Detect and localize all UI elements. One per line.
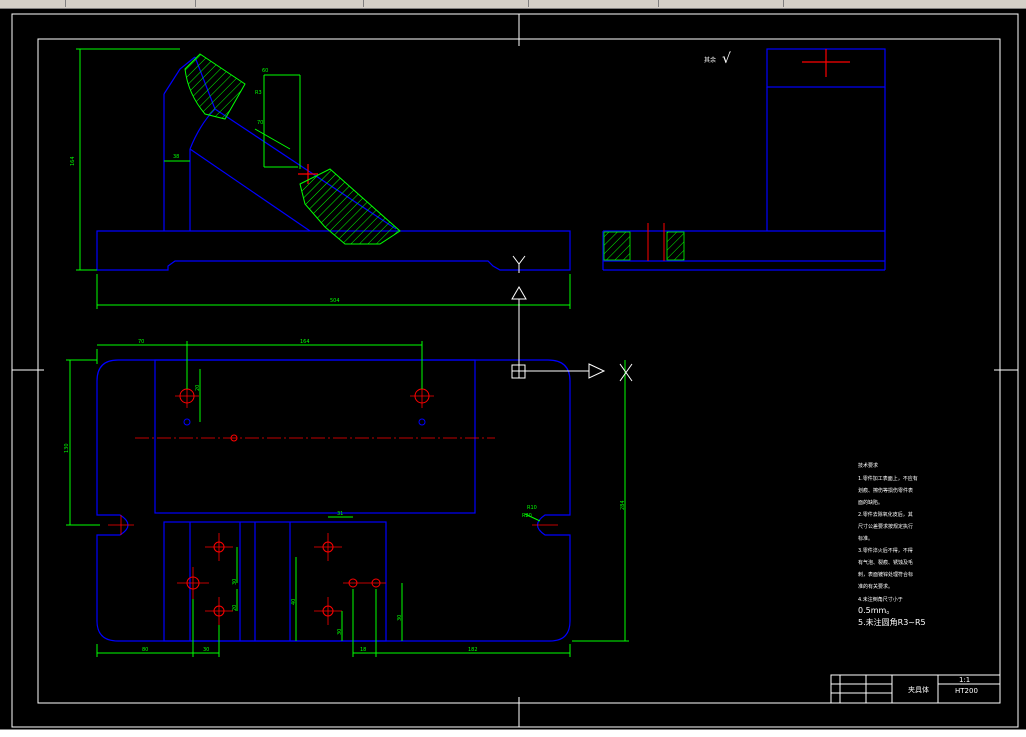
notes-line: 尺寸公差要求按规定执行 bbox=[858, 523, 913, 530]
notes-line: 标准。 bbox=[858, 535, 873, 542]
cad-canvas[interactable]: 164 504 38 60 70 R3 其余 √ bbox=[0, 9, 1026, 729]
notes-title: 技术要求 bbox=[858, 462, 878, 469]
dim-top-hole: 60 bbox=[262, 68, 268, 74]
toolbar-strip bbox=[0, 0, 1026, 9]
notes-line: 5.未注圆角R3~R5 bbox=[858, 617, 926, 627]
dim-plan-bottom-right: 182 bbox=[468, 647, 478, 653]
section-hatch-lower bbox=[299, 168, 401, 245]
dim-plan-bottom-left: 80 bbox=[142, 647, 148, 653]
dim-plan-v4: 30 bbox=[337, 629, 343, 635]
notes-line: 面的缺陷。 bbox=[858, 499, 883, 506]
front-view bbox=[96, 56, 571, 271]
side-view-hole bbox=[647, 223, 665, 261]
roughness-note: 其余 √ bbox=[704, 51, 731, 67]
centering-marks bbox=[12, 14, 1018, 727]
toolbar-segment[interactable] bbox=[196, 0, 364, 7]
front-view-dimensions bbox=[76, 48, 571, 309]
notes-line: 划痕、擦伤等损伤零件表 bbox=[858, 487, 913, 494]
side-section-hatch-left bbox=[603, 231, 631, 261]
dim-plan-bottom-mid: 30 bbox=[203, 647, 209, 653]
dim-plan-height: 130 bbox=[64, 443, 70, 453]
notes-line: 2.零件去除氧化皮后，其 bbox=[858, 511, 913, 518]
front-view-dimension-labels: 164 504 38 60 70 R3 bbox=[70, 68, 340, 304]
ucs-icon bbox=[511, 255, 633, 382]
roughness-label: 其余 bbox=[704, 56, 716, 64]
dim-top-hole3: R3 bbox=[255, 90, 262, 96]
plan-dimensions bbox=[66, 341, 629, 657]
dim-plan-r-label2: R20 bbox=[522, 513, 532, 519]
title-block bbox=[830, 674, 1001, 704]
dim-plan-v1: 30 bbox=[232, 579, 238, 585]
dim-plan-span: 164 bbox=[300, 339, 310, 345]
plan-dimension-labels: 70 164 130 284 80 30 18 182 30 20 40 30 … bbox=[64, 339, 626, 653]
toolbar-segment[interactable] bbox=[0, 0, 66, 7]
roughness-symbol: √ bbox=[722, 51, 731, 67]
toolbar-segment[interactable] bbox=[66, 0, 196, 7]
dim-plan-top-small: 31 bbox=[337, 511, 343, 517]
dim-plan-r-label: R10 bbox=[527, 505, 537, 511]
status-bar bbox=[0, 729, 1026, 737]
notes-line: 刺，表面镀锌处理符合标 bbox=[858, 571, 913, 578]
side-view bbox=[602, 48, 886, 271]
notes-line: 1.零件加工表面上，不应有 bbox=[858, 475, 918, 482]
dim-top-small-offset: 38 bbox=[173, 154, 179, 160]
dim-top-height: 164 bbox=[70, 156, 76, 166]
title-block-name: 夹具体 bbox=[908, 685, 929, 694]
plan-view bbox=[96, 359, 571, 642]
plan-centerlines bbox=[108, 384, 558, 625]
dim-plan-v3: 40 bbox=[291, 599, 297, 605]
toolbar-segment[interactable] bbox=[529, 0, 659, 7]
dim-top-hole2: 70 bbox=[257, 120, 263, 126]
side-section-hatch-right bbox=[666, 231, 685, 261]
notes-line: 有气泡、裂痕、锈蚀及毛 bbox=[858, 559, 913, 566]
section-hatch-upper bbox=[184, 53, 246, 120]
dim-plan-v2: 20 bbox=[232, 605, 238, 611]
toolbar-segment[interactable] bbox=[659, 0, 784, 7]
dim-plan-left: 70 bbox=[138, 339, 144, 345]
dim-plan-bottom-small: 18 bbox=[360, 647, 366, 653]
notes-line: 3.零件淬火后不得，不得 bbox=[858, 547, 913, 554]
dim-plan-v5: 30 bbox=[397, 615, 403, 621]
dim-plan-v6: 20 bbox=[195, 385, 201, 391]
notes-line: 0.5mm。 bbox=[858, 606, 894, 615]
plan-holes bbox=[179, 388, 430, 617]
dim-top-base-width: 504 bbox=[330, 298, 340, 304]
title-block-scale: 1:1 bbox=[959, 676, 970, 684]
dim-plan-total-height: 284 bbox=[620, 500, 626, 510]
toolbar-segment[interactable] bbox=[364, 0, 529, 7]
notes-line: 4.未注倒角尺寸小于 bbox=[858, 596, 903, 603]
technical-notes: 技术要求 1.零件加工表面上，不应有 划痕、擦伤等损伤零件表 面的缺陷。 2.零… bbox=[858, 462, 926, 627]
notes-line: 准的有关要求。 bbox=[858, 583, 893, 590]
title-block-material: HT200 bbox=[955, 687, 978, 695]
